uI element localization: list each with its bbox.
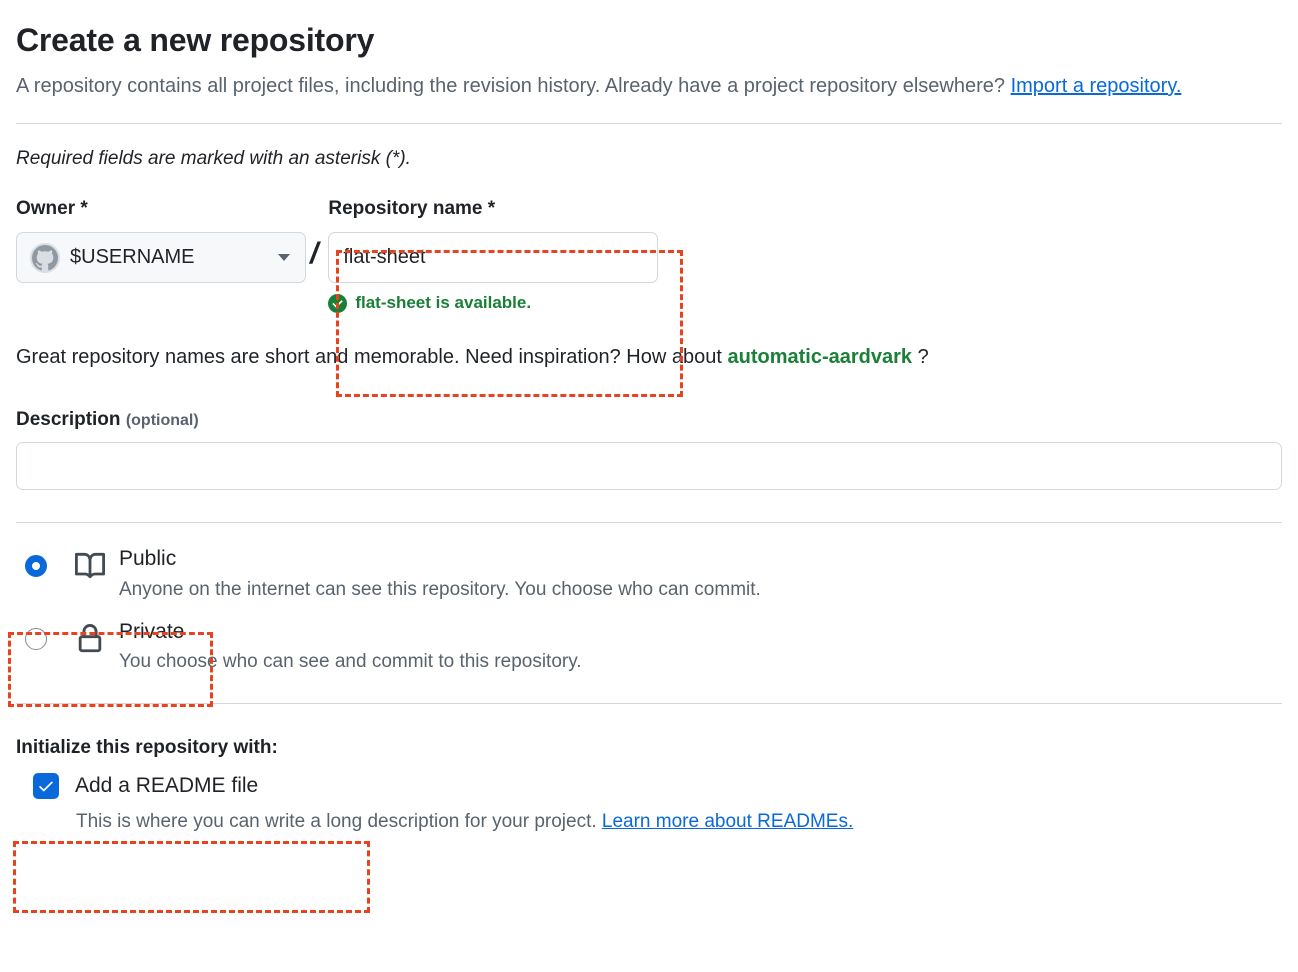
public-option-title: Public — [119, 547, 177, 571]
visibility-option-private[interactable]: Private You choose who can see and commi… — [16, 618, 1282, 677]
private-radio-button[interactable] — [25, 628, 47, 651]
repository-name-suggestion: Great repository names are short and mem… — [16, 343, 1282, 371]
divider-visibility — [16, 522, 1282, 524]
suggestion-text-before: Great repository names are short and mem… — [16, 346, 728, 369]
private-option-text: Private You choose who can see and commi… — [119, 618, 582, 677]
repository-name-label: Repository name * — [328, 198, 496, 220]
public-radio-button[interactable] — [25, 555, 47, 578]
annotation-box-readme-option — [13, 841, 370, 913]
description-label-text: Description — [16, 409, 121, 431]
page-intro-text: A repository contains all project files,… — [16, 70, 1201, 102]
owner-field-group: Owner * $USERNAME — [16, 198, 306, 284]
check-circle-icon — [328, 293, 348, 313]
divider-initialize — [16, 702, 1282, 704]
availability-message: flat-sheet is available. — [355, 293, 532, 313]
private-option-title: Private — [119, 620, 185, 644]
owner-label: Owner * — [16, 198, 88, 220]
learn-more-readmes-link[interactable]: Learn more about READMEs. — [601, 810, 854, 832]
readme-description: This is where you can write a long descr… — [76, 809, 1282, 836]
owner-select-button[interactable]: $USERNAME — [16, 232, 306, 284]
required-fields-note: Required fields are marked with an aster… — [16, 148, 411, 170]
repository-availability-status: flat-sheet is available. — [328, 293, 658, 313]
import-repository-link[interactable]: Import a repository. — [1010, 75, 1182, 97]
owner-repo-separator: / — [310, 237, 319, 271]
initialize-section-title: Initialize this repository with: — [16, 736, 278, 758]
public-option-text: Public Anyone on the internet can see th… — [119, 545, 761, 604]
owner-name-value: $USERNAME — [70, 246, 195, 269]
divider-top — [16, 123, 1282, 125]
public-option-description: Anyone on the internet can see this repo… — [119, 578, 761, 600]
visibility-options: Public Anyone on the internet can see th… — [16, 545, 1282, 677]
page-title: Create a new repository — [16, 22, 375, 58]
owner-and-name-row: Owner * $USERNAME / Repository name * — [16, 198, 1282, 313]
chevron-down-icon — [278, 254, 290, 262]
checkmark-icon — [39, 781, 53, 792]
add-readme-checkbox[interactable] — [33, 772, 59, 799]
add-readme-row[interactable]: Add a README file — [16, 772, 1282, 799]
private-option-description: You choose who can see and commit to thi… — [119, 651, 582, 673]
github-octocat-avatar-icon — [30, 242, 60, 273]
intro-text-body: A repository contains all project files,… — [16, 75, 1011, 97]
description-optional-tag: (optional) — [125, 412, 199, 430]
readme-description-text: This is where you can write a long descr… — [76, 810, 602, 832]
lock-icon — [75, 624, 105, 659]
add-readme-label[interactable]: Add a README file — [75, 773, 259, 797]
description-label: Description (optional) — [16, 409, 1282, 431]
suggested-repository-name[interactable]: automatic-aardvark — [727, 346, 913, 369]
repository-name-field-group: Repository name * flat-sheet is availabl… — [328, 198, 659, 313]
repo-book-icon — [75, 551, 106, 586]
suggestion-text-after: ? — [912, 346, 929, 369]
repository-name-input[interactable] — [328, 232, 659, 284]
description-input[interactable] — [16, 442, 1282, 491]
visibility-option-public[interactable]: Public Anyone on the internet can see th… — [16, 545, 1282, 604]
